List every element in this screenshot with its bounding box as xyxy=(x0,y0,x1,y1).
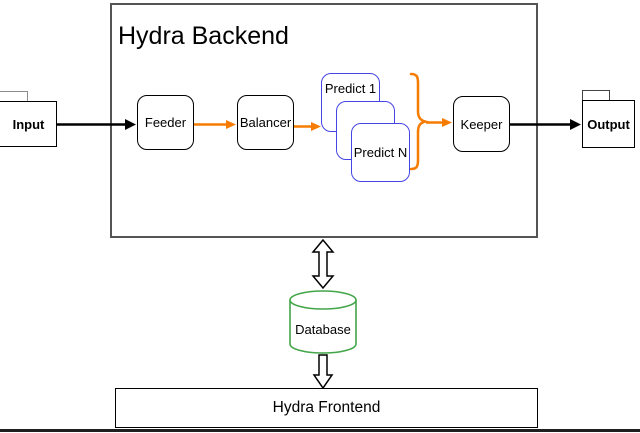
output-label: Output xyxy=(582,100,635,148)
feeder-label: Feeder xyxy=(144,115,187,130)
input-label: Input xyxy=(0,101,57,147)
double-arrow-backend-database xyxy=(311,238,335,290)
predict-n-label: Predict N xyxy=(353,145,408,160)
node-balancer: Balancer xyxy=(237,95,294,150)
arrow-keeper-to-output xyxy=(510,119,581,130)
bottom-edge-line xyxy=(0,429,640,432)
keeper-label: Keeper xyxy=(460,116,503,132)
balancer-label: Balancer xyxy=(239,115,292,130)
arrow-predict-to-keeper xyxy=(426,118,452,127)
backend-title: Hydra Backend xyxy=(118,22,289,50)
arrow-database-to-frontend xyxy=(312,354,334,390)
frontend-title: Hydra Frontend xyxy=(272,399,381,416)
database-label: Database xyxy=(295,322,351,337)
predict-1-label: Predict 1 xyxy=(324,81,377,96)
arrow-balancer-to-predict xyxy=(294,122,321,131)
input-folder-icon: Input xyxy=(0,91,57,147)
brace-predict-group xyxy=(409,72,430,171)
node-predict-n: Predict N xyxy=(351,123,410,182)
arrow-input-to-feeder xyxy=(57,119,136,130)
hydra-frontend-container: Hydra Frontend xyxy=(115,388,538,428)
output-folder-icon: Output xyxy=(582,90,635,148)
node-keeper: Keeper xyxy=(453,96,510,152)
arrow-feeder-to-balancer xyxy=(194,120,236,129)
node-feeder: Feeder xyxy=(137,95,194,150)
database-cylinder-icon xyxy=(289,290,357,354)
